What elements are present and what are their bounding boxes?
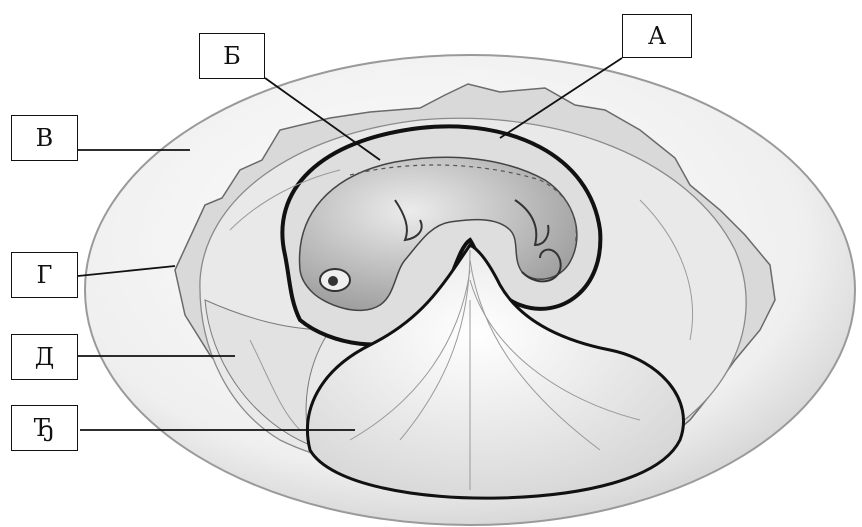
label-a: А — [622, 14, 692, 58]
embryo-pupil — [328, 276, 338, 286]
label-b: Б — [199, 33, 265, 79]
label-dj: Ђ — [11, 405, 78, 451]
label-v: В — [11, 115, 78, 161]
label-g: Г — [11, 252, 78, 298]
label-d: Д — [11, 334, 78, 380]
